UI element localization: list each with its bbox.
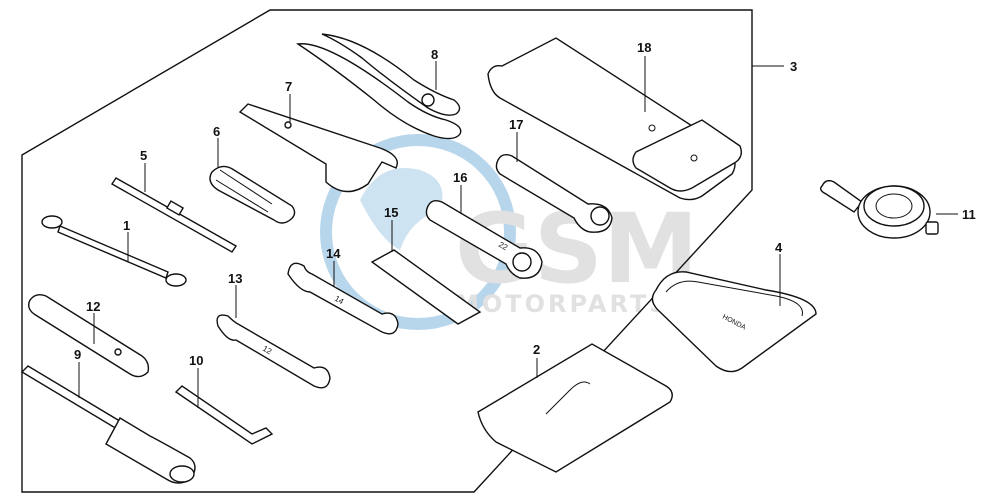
- tool-bag: HONDA: [651, 271, 817, 373]
- hook-wrench: [238, 103, 398, 193]
- callout-2: 2: [533, 342, 540, 357]
- callout-7: 7: [285, 79, 292, 94]
- leader-lines: [78, 56, 958, 408]
- callout-13: 13: [228, 271, 242, 286]
- flat-bar: [370, 249, 482, 325]
- extension-bar: [41, 215, 187, 287]
- toolkit-frame: [21, 9, 753, 493]
- watermark-globe-land: [360, 168, 443, 250]
- tool-pouch: [487, 37, 743, 201]
- callout-16: 16: [453, 170, 467, 185]
- callout-15: 15: [384, 205, 398, 220]
- callout-5: 5: [140, 148, 147, 163]
- callout-6: 6: [213, 124, 220, 139]
- callout-1: 1: [123, 218, 130, 233]
- open-end-wrench-14: 14: [287, 262, 399, 335]
- callout-9: 9: [74, 347, 81, 362]
- callout-11: 11: [962, 207, 976, 222]
- box-wrench-17: [495, 153, 613, 233]
- callout-10: 10: [189, 353, 203, 368]
- pressure-gauge: [819, 179, 939, 239]
- callout-3: 3: [790, 59, 797, 74]
- watermark-globe-ring: [320, 134, 516, 330]
- box-wrench-22: 22: [425, 199, 543, 279]
- open-end-wrench-12: 12: [216, 314, 331, 389]
- envelope: [477, 343, 673, 473]
- watermark-sub: MOTORPARTS: [455, 290, 670, 318]
- screwdriver-bit: [111, 177, 237, 253]
- callout-18: 18: [637, 40, 651, 55]
- plate-wrench: [27, 293, 150, 378]
- callout-14: 14: [326, 246, 341, 261]
- hex-key: [174, 385, 274, 445]
- callout-17: 17: [509, 117, 523, 132]
- pliers: [296, 33, 462, 140]
- spark-plug-wrench: [20, 365, 196, 484]
- callout-4: 4: [775, 240, 783, 255]
- callout-8: 8: [431, 47, 438, 62]
- callouts: 1 2 3 4 5 6 7 8 9 10 11 12 13 14 15 16 1…: [74, 40, 976, 368]
- callout-12: 12: [86, 299, 100, 314]
- screwdriver-handle: [209, 165, 296, 224]
